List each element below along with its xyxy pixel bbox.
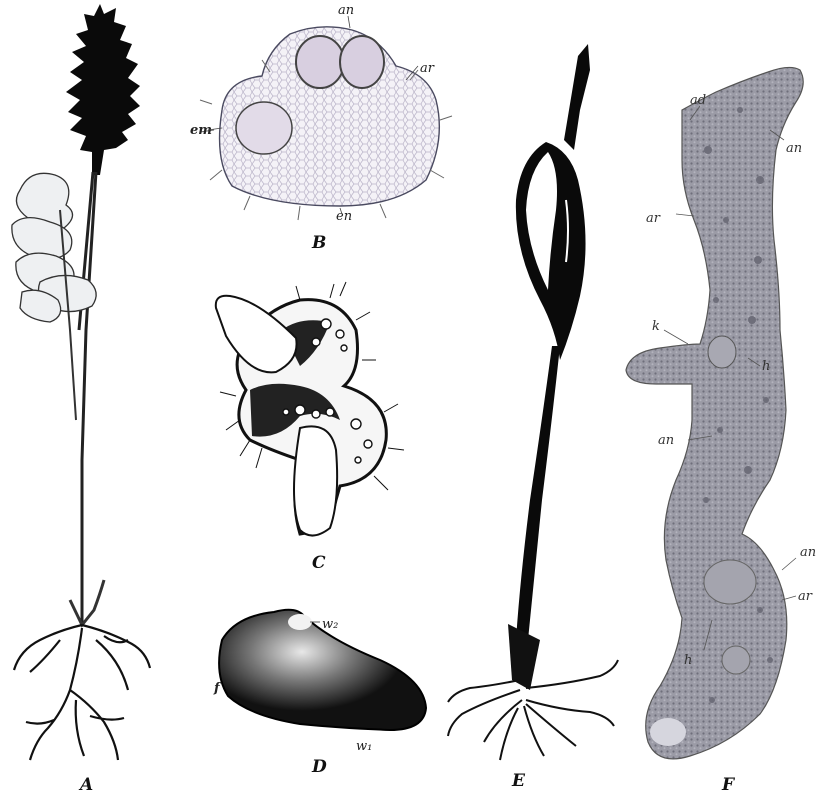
gametophyte-lobe-lower bbox=[294, 426, 337, 535]
label-w2: w₂ bbox=[322, 617, 338, 632]
label-h-lower: h bbox=[684, 653, 692, 668]
figure-f-caption: F bbox=[721, 775, 736, 795]
label-an-upper: an bbox=[786, 141, 802, 156]
seedling-spike bbox=[564, 44, 590, 150]
label-w1: w₁ bbox=[356, 739, 372, 754]
fern-roots bbox=[14, 625, 150, 760]
figure-c-gametophyte: C bbox=[216, 282, 404, 573]
label-ar: ar bbox=[420, 61, 435, 76]
label-em: em bbox=[190, 123, 212, 138]
figure-c-caption: C bbox=[312, 553, 326, 573]
label-an-middle: an bbox=[658, 433, 674, 448]
figure-d-caption: D bbox=[311, 757, 327, 777]
embryo bbox=[236, 102, 292, 154]
antheridium-left bbox=[296, 36, 344, 88]
label-ar-upper: ar bbox=[646, 211, 661, 226]
label-ad: ad bbox=[690, 93, 706, 108]
label-an-lower: an bbox=[800, 545, 816, 560]
antheridium-right bbox=[340, 36, 384, 88]
tuber-highlight bbox=[288, 614, 312, 630]
fern-fertile-spike bbox=[66, 4, 140, 175]
fern-stalk bbox=[79, 172, 96, 625]
figure-e-seedling: E bbox=[448, 44, 618, 791]
label-f: f bbox=[213, 681, 222, 696]
branch-outline bbox=[626, 67, 803, 759]
seedling-base bbox=[508, 624, 540, 690]
label-k: k bbox=[652, 319, 660, 334]
label-ar-lower: ar bbox=[798, 589, 813, 604]
label-en: en bbox=[336, 209, 352, 224]
figure-a-caption: A bbox=[78, 775, 93, 795]
label-an: an bbox=[338, 3, 354, 18]
label-h-upper: h bbox=[762, 359, 770, 374]
branch-bud bbox=[708, 336, 736, 368]
figure-b-caption: B bbox=[311, 233, 326, 253]
figure-d-tuber: w₂ f w₁ D bbox=[213, 610, 426, 777]
figure-f-gametophyte-section: ad an ar k h an an ar h F bbox=[626, 67, 816, 795]
figure-e-caption: E bbox=[511, 771, 526, 791]
branch-tip-light bbox=[650, 718, 686, 746]
branch-swelling bbox=[704, 560, 756, 604]
figure-a-fern: A bbox=[12, 4, 150, 795]
seedling-stalk bbox=[516, 346, 560, 640]
figure-b-prothallus-section: an ar em en B bbox=[190, 3, 452, 253]
branch-lower-bud bbox=[722, 646, 750, 674]
fern-rhizome bbox=[70, 580, 104, 625]
